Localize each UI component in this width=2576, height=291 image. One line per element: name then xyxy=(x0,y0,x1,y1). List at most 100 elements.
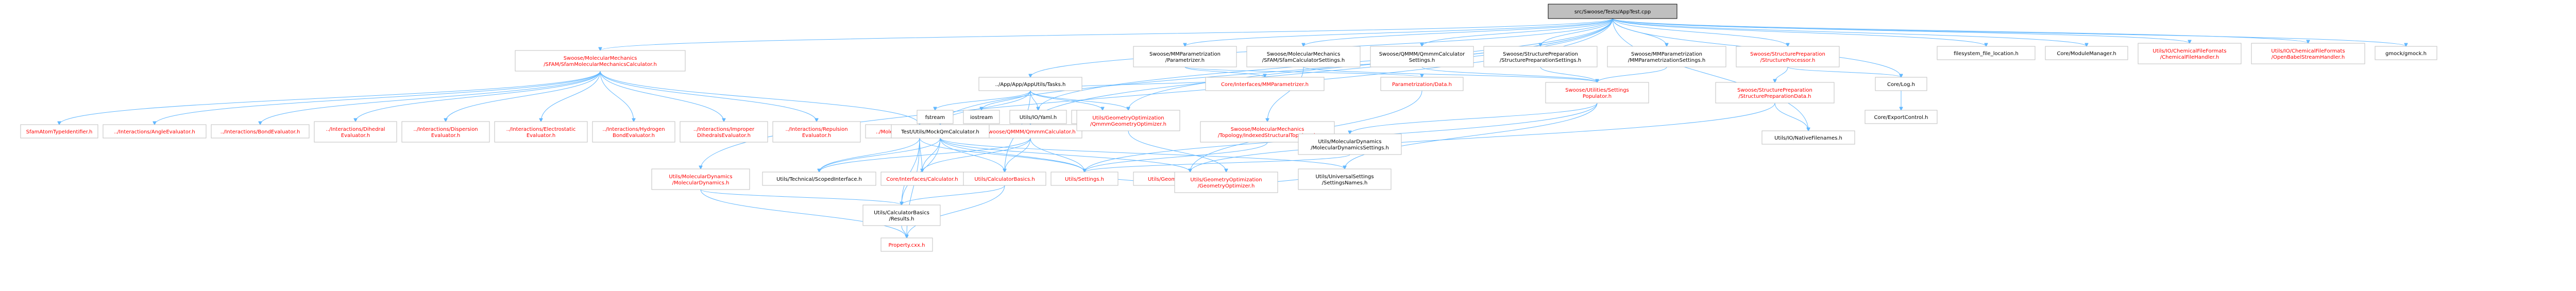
node-geomopt[interactable]: Utils/GeometryOptimization/QmmmGeometryO… xyxy=(1076,110,1180,131)
node-box xyxy=(1937,46,2036,60)
node-label: Core/Log.h xyxy=(1887,82,1915,88)
node-box xyxy=(862,204,941,226)
node-box xyxy=(762,172,876,186)
node-label: Settings.h xyxy=(1409,58,1435,63)
node-box xyxy=(1607,46,1726,67)
node-box xyxy=(401,121,490,143)
dependency-edge xyxy=(155,71,601,125)
node-box xyxy=(880,237,933,252)
node-fnames[interactable]: Utils/IO/NativeFilenames.h xyxy=(1761,130,1855,145)
node-label: Test/Utils/MockQmCalculator.h xyxy=(901,129,979,135)
node-label: fstream xyxy=(925,115,945,121)
node-uniqnames[interactable]: Utils/UniversalSettings/SettingsNames.h xyxy=(1298,168,1392,190)
node-sp_data[interactable]: Swoose/StructurePreparation/StructurePre… xyxy=(1715,82,1835,104)
node-box xyxy=(680,121,768,143)
dependency-edge xyxy=(1612,18,1986,46)
node-iostream[interactable]: iostream xyxy=(963,110,1000,124)
node-box xyxy=(1050,172,1118,186)
dependency-edge xyxy=(1345,102,1598,169)
dependency-edge xyxy=(1084,154,1350,172)
node-sp_settings[interactable]: Swoose/StructurePreparation/StructurePre… xyxy=(1483,46,1598,67)
node-box xyxy=(772,121,861,143)
nodes: src/Swoose/Tests/AppTest.cppSwoose/Molec… xyxy=(20,4,2437,252)
node-calcbasics[interactable]: Utils/CalculatorBasics.h xyxy=(963,172,1046,186)
dependency-edge xyxy=(935,90,1031,110)
node-box xyxy=(917,110,954,124)
node-label: Utils/MolecularDynamics xyxy=(669,174,732,180)
node-tasks[interactable]: ../App/App/AppUtils/Tasks.h xyxy=(978,77,1082,91)
node-box xyxy=(1715,82,1835,104)
node-sp_proc[interactable]: Swoose/StructurePreparation/StructurePro… xyxy=(1736,46,1840,67)
node-label: /StructurePreparationData.h xyxy=(1738,94,1811,99)
node-box xyxy=(1298,133,1402,155)
node-sfamsettings[interactable]: Swoose/MolecularMechanics/SFAM/SfamCalcu… xyxy=(1246,46,1361,67)
dependency-edge xyxy=(940,138,1005,172)
node-coremm[interactable]: Core/Interfaces/MMParametrizer.h xyxy=(1205,77,1325,91)
node-md[interactable]: Utils/MolecularDynamics/MolecularDynamic… xyxy=(651,168,750,190)
node-mmp_settings[interactable]: Swoose/MMParametrization/MMParametrizati… xyxy=(1607,46,1726,67)
node-int_imp[interactable]: ../Interactions/ImproperDihedralsEvaluat… xyxy=(680,121,768,143)
node-label: filesystem_file_location.h xyxy=(1954,51,2019,57)
node-geomopt2[interactable]: Utils/GeometryOptimization/GeometryOptim… xyxy=(1174,172,1278,193)
dependency-edge xyxy=(1612,18,2308,43)
node-coreif[interactable]: Core/Interfaces/Calculator.h xyxy=(880,172,964,186)
node-ff_type[interactable]: SfamAtomTypeIdentifier.h xyxy=(20,124,98,139)
node-testutils[interactable]: Utils/Technical/ScopedInterface.h xyxy=(762,172,876,186)
node-chemfmt[interactable]: Utils/IO/ChemicalFileFormats/ChemicalFil… xyxy=(2138,43,2242,64)
node-label: /OpenBabelStreamHandler.h xyxy=(2272,55,2345,60)
dependency-edge xyxy=(981,90,1031,110)
dependency-edge xyxy=(355,71,601,122)
node-box xyxy=(1298,168,1392,190)
dependency-edge xyxy=(940,138,1084,172)
dependency-edge xyxy=(541,71,601,122)
node-label: Evaluator.h xyxy=(341,133,370,139)
dependency-edge xyxy=(600,71,920,125)
node-sf_cal[interactable]: Swoose/MolecularMechanics/SFAM/SfamMolec… xyxy=(515,50,686,72)
node-root[interactable]: src/Swoose/Tests/AppTest.cpp xyxy=(1548,4,1677,19)
node-property[interactable]: Property.cxx.h xyxy=(880,237,933,252)
node-label: /GeometryOptimizer.h xyxy=(1198,183,1255,189)
node-mdsettings[interactable]: Utils/MolecularDynamics/MolecularDynamic… xyxy=(1298,133,1402,155)
node-mockcalc[interactable]: Test/Utils/MockQmCalculator.h xyxy=(891,124,990,139)
node-gmock[interactable]: gmock/gmock.h xyxy=(2375,46,2437,60)
node-settings[interactable]: Utils/Settings.h xyxy=(1050,172,1118,186)
node-filesys[interactable]: filesystem_file_location.h xyxy=(1937,46,2036,60)
node-box xyxy=(1548,4,1677,19)
node-chemfmt2[interactable]: Utils/IO/ChemicalFileFormats/OpenBabelSt… xyxy=(2251,43,2365,64)
node-label: ../Interactions/Repulsion xyxy=(785,127,848,132)
node-results[interactable]: Utils/CalculatorBasics/Results.h xyxy=(862,204,941,226)
node-label: Evaluator.h xyxy=(431,133,460,139)
node-ioutils[interactable]: Utils/IO/Yaml.h xyxy=(1009,110,1067,124)
node-box xyxy=(1370,46,1474,67)
node-label: /MolecularDynamics.h xyxy=(672,180,730,186)
node-label: /Topology/IndexedStructuralTopology.h xyxy=(1218,133,1317,139)
node-box xyxy=(1133,46,1237,67)
node-coreexp[interactable]: Core/ExportControl.h xyxy=(1865,110,1938,124)
node-label: Utils/CalculatorBasics.h xyxy=(974,177,1035,182)
node-fstream[interactable]: fstream xyxy=(917,110,954,124)
node-corelog[interactable]: Core/Log.h xyxy=(1875,77,1927,91)
node-paramdata[interactable]: Parametrization/Data.h xyxy=(1380,77,1464,91)
node-int_bond[interactable]: ../Interactions/BondEvaluator.h xyxy=(211,124,310,139)
node-label: Core/ModuleManager.h xyxy=(2057,51,2116,57)
node-modmgr[interactable]: Core/ModuleManager.h xyxy=(2045,46,2128,60)
node-qmmmparam[interactable]: Swoose/MMParametrization/Parametrizer.h xyxy=(1133,46,1237,67)
node-box xyxy=(651,168,750,190)
dependency-edge xyxy=(1190,102,1775,172)
dependency-edge xyxy=(940,138,1345,169)
node-label: /Results.h xyxy=(889,216,914,222)
node-label: gmock/gmock.h xyxy=(2385,51,2427,57)
node-label: Evaluator.h xyxy=(527,133,555,139)
node-label: Swoose/StructurePreparation xyxy=(1737,88,1812,93)
node-box xyxy=(891,124,990,139)
node-label: SfamAtomTypeIdentifier.h xyxy=(26,129,93,135)
node-int_angle[interactable]: ../Interactions/AngleEvaluator.h xyxy=(103,124,207,139)
node-qmmm_calc[interactable]: Swoose/QMMM/QmmmCalculator.h xyxy=(978,124,1082,139)
